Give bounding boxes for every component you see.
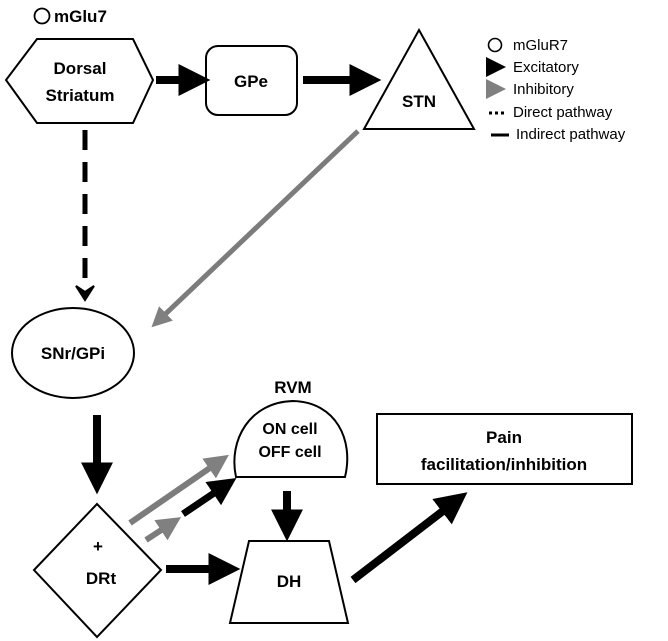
pain-label-line2: facilitation/inhibition <box>421 455 587 474</box>
node-dh[interactable]: DH <box>228 540 350 624</box>
stn-label: STN <box>402 92 436 111</box>
mglu7-label: mGlu7 <box>54 7 107 26</box>
node-drt[interactable]: + DRt <box>32 502 163 639</box>
diamond-shape <box>32 502 163 639</box>
hexagon-shape <box>4 38 155 124</box>
dorsal-striatum-label-line2: Striatum <box>46 86 115 105</box>
node-pain[interactable]: Pain facilitation/inhibition <box>376 413 633 485</box>
legend-label: Excitatory <box>513 59 579 76</box>
arrow-to-rvm-excitatory <box>181 477 237 517</box>
legend-item-inhibitory: Inhibitory <box>485 79 574 99</box>
arrow-stn-to-snr <box>151 129 360 328</box>
mglu7-marker: mGlu7 <box>33 7 107 26</box>
drt-sign: + <box>93 537 103 556</box>
node-gpe[interactable]: GPe <box>205 45 298 116</box>
dorsal-striatum-label-line1: Dorsal <box>54 59 107 78</box>
arrow-drt-short-inhibitory <box>144 517 182 543</box>
legend-item-direct: Direct pathway <box>489 104 613 121</box>
rvm-title: RVM <box>274 378 311 397</box>
node-snr-gpi[interactable]: SNr/GPi <box>11 307 135 399</box>
arrow-drt-to-rvm-inhibitory <box>128 454 229 526</box>
dh-label: DH <box>277 572 302 591</box>
legend-label: Indirect pathway <box>516 126 626 143</box>
rect-shape <box>376 413 633 485</box>
arrow-dh-to-pain <box>350 492 468 584</box>
legend-item-mglur7: mGluR7 <box>487 37 568 54</box>
dome-shape <box>233 399 349 478</box>
node-rvm[interactable]: RVM ON cell OFF cell <box>233 378 349 478</box>
circle-icon <box>33 7 51 25</box>
legend: mGluR7 Excitatory Inhibitory Direct path… <box>485 37 626 143</box>
rvm-on-cell-label: ON cell <box>262 421 317 438</box>
legend-label: Direct pathway <box>513 104 613 121</box>
legend-label: mGluR7 <box>513 37 568 54</box>
pain-label-line1: Pain <box>486 428 522 447</box>
direct-arrow-head <box>75 285 95 302</box>
circle-icon <box>487 37 503 53</box>
drt-label: DRt <box>86 569 117 588</box>
ellipse-shape <box>11 307 135 399</box>
legend-item-excitatory: Excitatory <box>485 57 579 77</box>
gpe-label: GPe <box>234 72 268 91</box>
rvm-off-cell-label: OFF cell <box>258 444 321 461</box>
triangle-shape <box>362 27 476 130</box>
legend-label: Inhibitory <box>513 81 574 98</box>
node-dorsal-striatum[interactable]: Dorsal Striatum <box>4 38 155 124</box>
legend-item-indirect: Indirect pathway <box>491 126 626 143</box>
snr-gpi-label: SNr/GPi <box>41 344 105 363</box>
node-stn[interactable]: STN <box>362 27 476 130</box>
